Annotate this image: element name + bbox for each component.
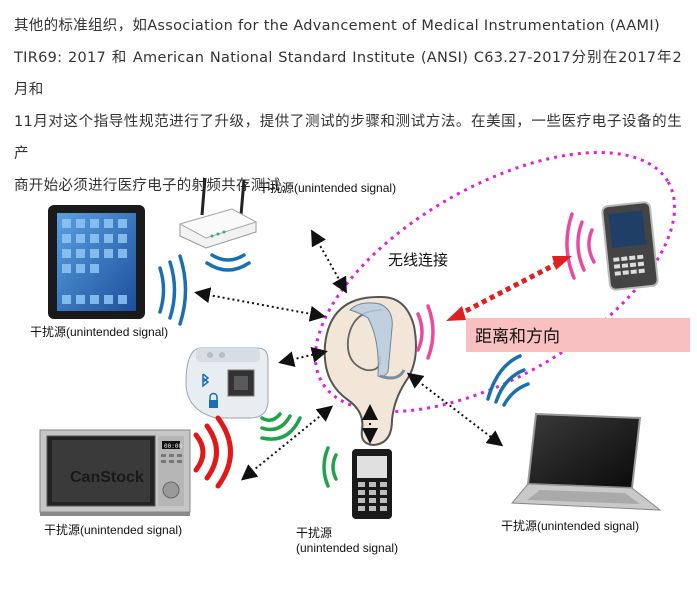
smartphone-icon xyxy=(601,201,659,291)
arrow-laptop xyxy=(406,372,504,447)
distance-callout xyxy=(466,318,690,352)
wireless-range-ellipse xyxy=(313,151,677,413)
arrow-router xyxy=(311,229,347,294)
distance-arrow xyxy=(446,256,572,321)
microwave-icon: 00:00 xyxy=(39,429,191,516)
router-icon xyxy=(178,177,258,249)
router-label: 干扰源(unintended signal) xyxy=(258,181,396,195)
mobile-phone-icon xyxy=(352,449,392,519)
arrow-device xyxy=(278,346,328,368)
paragraph-line-3: 11月对这个指导性规范进行了升级，提供了测试的步骤和测试方法。在美国，一些医疗电… xyxy=(14,114,682,162)
arrow-tablet xyxy=(194,287,326,322)
tablet-icon xyxy=(48,205,145,319)
paragraph-line-2: TIR69: 2017 和 American National Standard… xyxy=(14,50,682,98)
arrow-microwave xyxy=(240,405,334,481)
router-wave-icon xyxy=(205,253,251,272)
distance-label: 距离和方向 xyxy=(475,327,560,347)
phone-label-line1: 干扰源 xyxy=(296,526,332,540)
laptop-icon xyxy=(510,412,662,511)
tablet-wave-icon xyxy=(158,254,188,326)
ear-wave-icon xyxy=(416,304,435,360)
microwave-clock: 00:00 xyxy=(164,443,182,450)
smartphone-wave-icon xyxy=(565,212,596,280)
paragraph-line-1: 其他的标准组织，如Association for the Advancement… xyxy=(14,18,660,34)
intro-paragraph: 其他的标准组织，如Association for the Advancement… xyxy=(14,10,682,202)
wireless-label: 无线连接 xyxy=(388,251,448,269)
laptop-wave-icon xyxy=(486,354,530,407)
laptop-label: 干扰源(unintended signal) xyxy=(501,519,639,533)
hearing-aid-device-icon xyxy=(185,347,269,419)
tablet-label: 干扰源(unintended signal) xyxy=(30,325,168,339)
ear-icon xyxy=(323,295,417,447)
microwave-wave-icon xyxy=(193,415,233,489)
interference-arrows xyxy=(194,229,504,481)
phone-wave-icon xyxy=(322,446,338,488)
device-wave-icon xyxy=(260,412,302,441)
paragraph-line-4: 商开始必须进行医疗电子的射频共存测试。 xyxy=(14,178,296,194)
watermark: CanStock xyxy=(70,469,144,486)
phone-label-line2: (unintended signal) xyxy=(296,541,398,555)
microwave-label: 干扰源(unintended signal) xyxy=(44,523,182,537)
